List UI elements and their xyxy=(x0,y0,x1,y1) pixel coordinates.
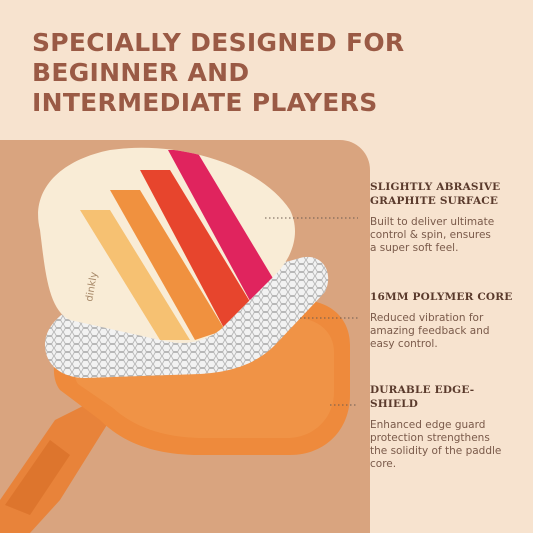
headline-line-2: BEGINNER AND xyxy=(32,58,250,87)
feature-edge-shield: DURABLE EDGE-SHIELD Enhanced edge guard … xyxy=(370,383,520,471)
headline: SPECIALLY DESIGNED FOR BEGINNER AND INTE… xyxy=(32,28,512,118)
stripe-3 xyxy=(140,170,255,330)
brand-logo: dinkly xyxy=(84,271,100,302)
feature-polymer-core: 16MM POLYMER CORE Reduced vibration for … xyxy=(370,290,520,351)
feature-title: SLIGHTLY ABRASIVE GRAPHITE SURFACE xyxy=(370,181,501,207)
headline-line-1: SPECIALLY DESIGNED FOR xyxy=(32,28,405,57)
feature-description: Built to deliver ultimate control & spin… xyxy=(370,216,495,254)
feature-graphite-surface: SLIGHTLY ABRASIVE GRAPHITE SURFACE Built… xyxy=(370,180,520,255)
feature-title: 16MM POLYMER CORE xyxy=(370,291,513,303)
stripe-2 xyxy=(110,190,225,340)
feature-title: DURABLE EDGE-SHIELD xyxy=(370,384,475,410)
stripe-1 xyxy=(80,210,190,340)
stripe-4 xyxy=(168,150,280,310)
feature-description: Reduced vibration for amazing feedback a… xyxy=(370,312,490,350)
feature-description: Enhanced edge guard protection strengthe… xyxy=(370,419,502,470)
headline-line-3: INTERMEDIATE PLAYERS xyxy=(32,88,378,117)
handle-grip xyxy=(5,440,70,515)
